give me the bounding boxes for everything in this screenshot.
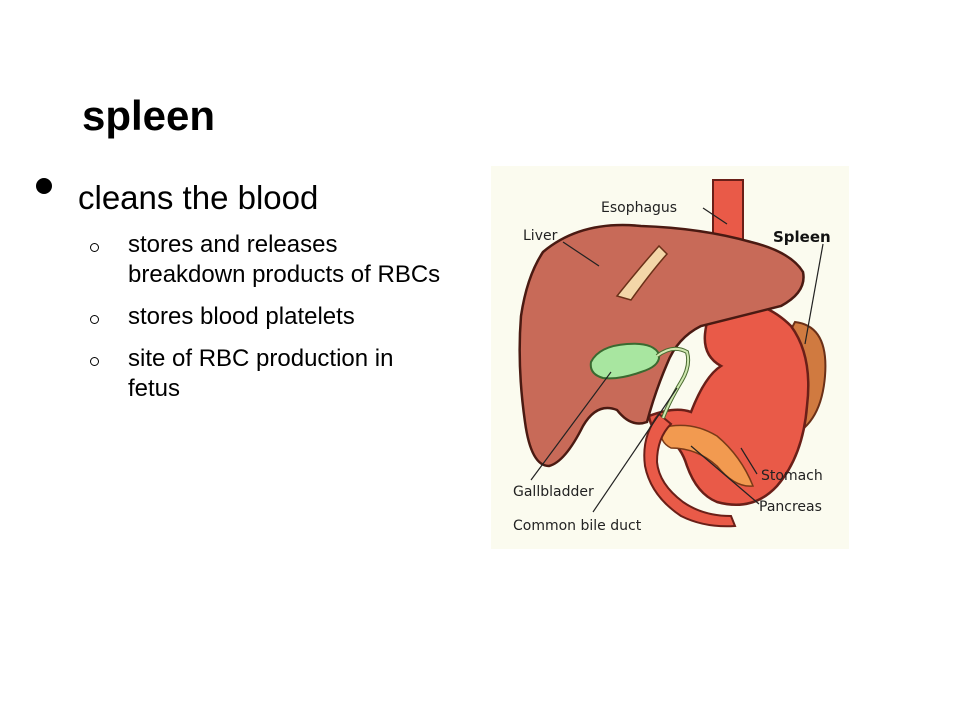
gallbladder-leader-line <box>530 371 612 481</box>
stomach-shape <box>647 299 810 506</box>
hollow-bullet-icon <box>90 315 99 324</box>
sub-bullet-text: stores and releases breakdown products o… <box>128 231 441 288</box>
anatomy-figure: Esophagus Liver Spleen Stomach Pancreas … <box>491 166 849 549</box>
stomach-leader-line <box>740 447 758 475</box>
liver-label: Liver <box>523 228 558 244</box>
hollow-bullet-icon <box>90 357 99 366</box>
esophagus-leader-line <box>702 207 728 225</box>
duodenum-shape <box>643 412 737 528</box>
sub-bullet-text: stores blood platelets <box>128 303 355 330</box>
bile-duct-leader-line <box>592 387 678 513</box>
gallbladder-label: Gallbladder <box>513 484 594 500</box>
stomach-label: Stomach <box>761 468 823 484</box>
pancreas-label: Pancreas <box>759 499 822 515</box>
pancreas-shape <box>659 424 755 487</box>
liver-shape <box>518 223 805 468</box>
bullet-dot-icon <box>36 178 52 194</box>
sub-bullet-list: stores and releases breakdown products o… <box>90 230 450 416</box>
sub-bullet-item: stores and releases breakdown products o… <box>90 230 450 290</box>
anatomy-illustration: Esophagus Liver Spleen Stomach Pancreas … <box>513 179 831 534</box>
sub-bullet-text: site of RBC production in fetus <box>128 345 394 402</box>
sub-bullet-item: site of RBC production in fetus <box>90 344 450 404</box>
bile-duct-inner-shape <box>656 347 690 419</box>
esophagus-label: Esophagus <box>601 200 677 216</box>
common-bile-duct-label: Common bile duct <box>513 518 642 534</box>
slide-title: spleen <box>82 92 216 139</box>
sub-bullet-item: stores blood platelets <box>90 302 450 332</box>
liver-leader-line <box>562 241 600 267</box>
spleen-label: Spleen <box>773 228 831 246</box>
liver-ligament-shape <box>615 244 669 301</box>
main-bullet-text: cleans the blood <box>78 179 319 216</box>
spleen-leader-line <box>804 243 824 345</box>
pancreas-leader-line <box>690 445 760 505</box>
gallbladder-shape <box>589 342 661 380</box>
hollow-bullet-icon <box>90 243 99 252</box>
